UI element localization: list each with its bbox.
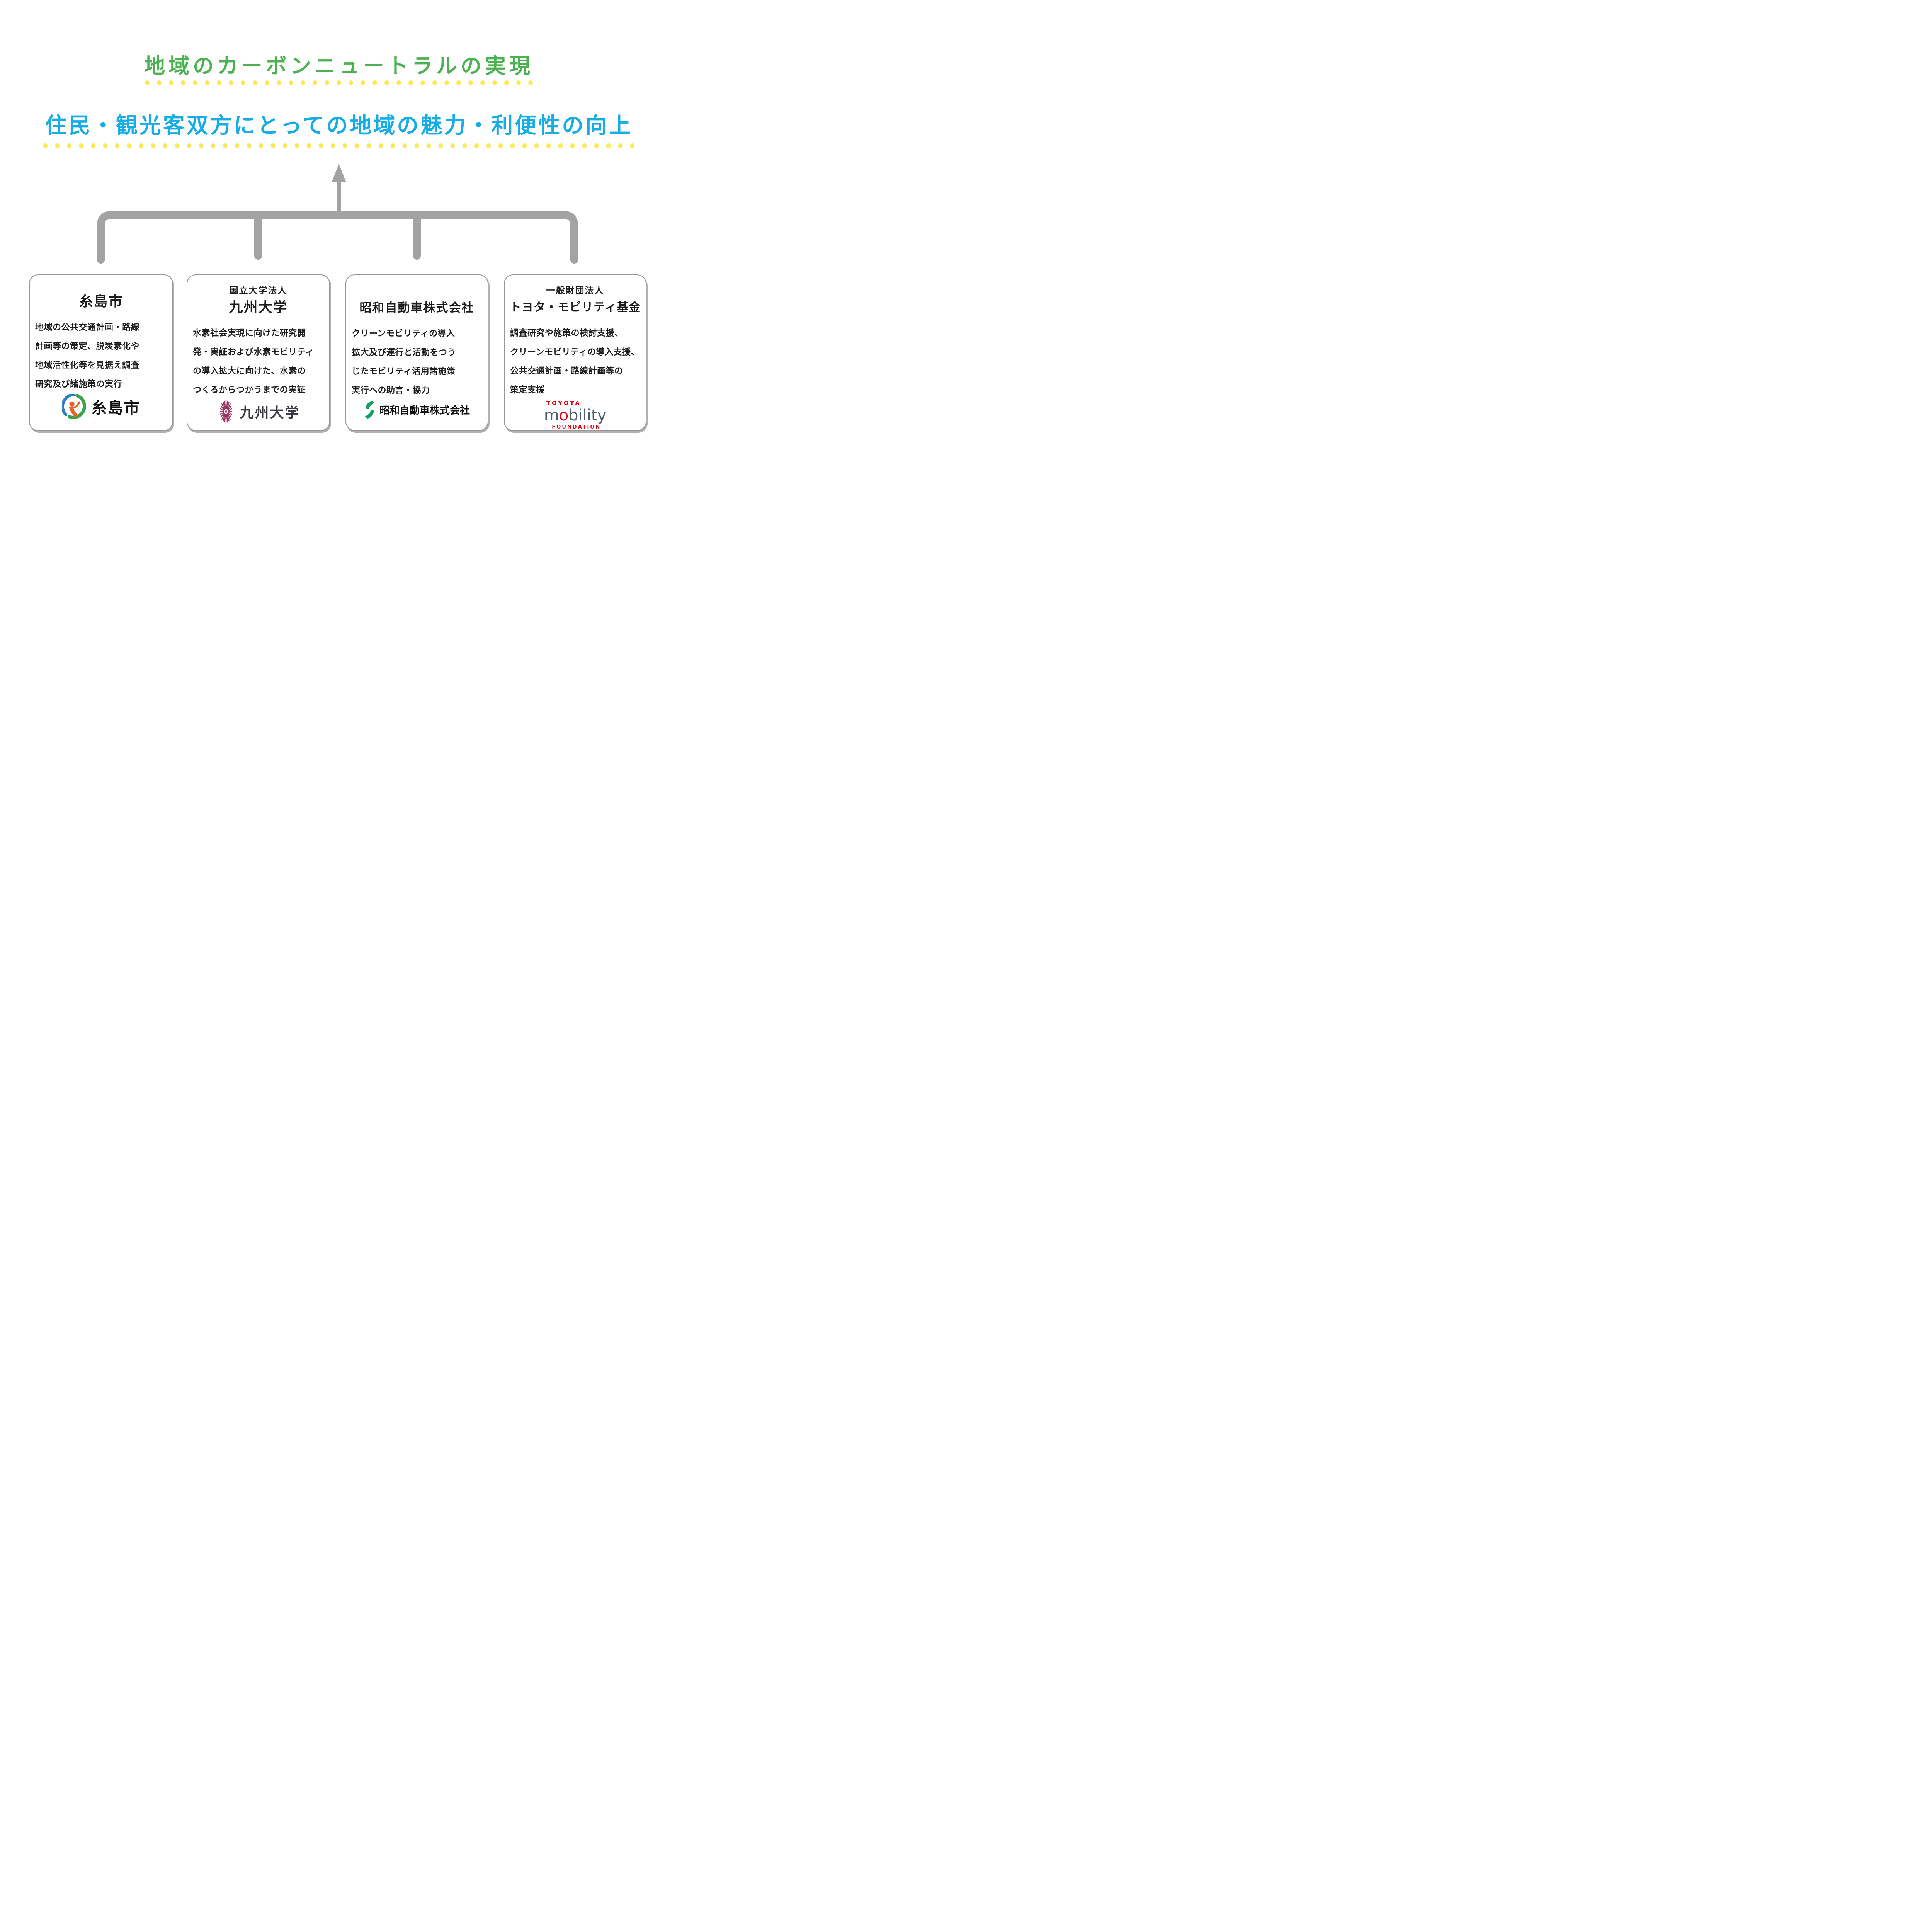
org-box-showa-motor: 昭和自動車株式会社 クリーンモビリティの導入 拡大及び運行と活動をつう じたモビ… [345, 274, 488, 431]
org-title: トヨタ・モビリティ基金 [509, 301, 641, 314]
org-role-description: 調査研究や施策の検討支援、 クリーンモビリティの導入支援、 公共交通計画・路線計… [510, 328, 640, 395]
showa-logo-wordmark: 昭和自動車株式会社 [379, 405, 470, 417]
org-box-itoshima-city: 糸島市 地域の公共交通計画・路線 計画等の策定、脱炭素化や 地域活性化等を見据え… [29, 274, 173, 431]
itoshima-logo-wordmark: 糸島市 [91, 399, 140, 417]
kyushu-university-logo: 九州大学 [216, 400, 300, 424]
itoshima-city-emblem-icon [62, 394, 86, 419]
org-role-description: 地域の公共交通計画・路線 計画等の策定、脱炭素化や 地域活性化等を見据え調査 研… [35, 323, 140, 389]
dotted-underline-blue [43, 143, 635, 148]
goal-carbon-neutral-title: 地域のカーボンニュートラルの実現 [144, 54, 534, 78]
org-role-description: 水素社会実現に向けた研究開 発・実証および水素モビリティ の導入拡大に向けた、水… [193, 328, 314, 395]
up-arrow-shaft [337, 180, 341, 213]
kyushu-university-emblem-icon [220, 400, 233, 423]
dotted-underline-green [145, 80, 533, 85]
toyota-mobility-foundation-logo: TOYOTA mobility FOUNDATION [544, 400, 607, 430]
kyushu-logo-wordmark: 九州大学 [240, 405, 300, 421]
tmf-mobility-wordmark: mobility [544, 407, 607, 424]
tmf-foundation-wordmark: FOUNDATION [552, 424, 601, 430]
connector-leg-itoshima-cap [97, 254, 105, 264]
connector-leg-kyushu [254, 216, 262, 260]
org-title: 九州大学 [229, 299, 288, 315]
org-subtitle: 一般財団法人 [546, 286, 604, 296]
up-arrow-icon [332, 164, 346, 182]
org-box-header: 糸島市 [79, 284, 123, 312]
org-box-kyushu-university: 国立大学法人 九州大学 水素社会実現に向けた研究開 発・実証および水素モビリティ… [187, 274, 330, 431]
showa-motor-logo: 昭和自動車株式会社 [364, 400, 470, 419]
org-role-description: クリーンモビリティの導入 拡大及び運行と活動をつう じたモビリティ活用諸施策 実… [352, 329, 456, 395]
showa-s-mark-icon [365, 400, 375, 419]
org-box-header: 一般財団法人 トヨタ・モビリティ基金 [510, 284, 641, 318]
connector-leg-showa [413, 216, 421, 260]
partnership-diagram-page: { "goals": { "primary": { "text": "地域のカー… [0, 0, 678, 479]
org-box-toyota-mobility-foundation: 一般財団法人 トヨタ・モビリティ基金 調査研究や施策の検討支援、 クリーンモビリ… [504, 274, 646, 431]
connector-leg-toyota-cap [570, 254, 578, 264]
org-title: 糸島市 [79, 294, 123, 310]
org-title: 昭和自動車株式会社 [359, 301, 474, 315]
org-box-header: 昭和自動車株式会社 [360, 284, 474, 318]
connector-bracket [97, 211, 578, 261]
itoshima-city-logo: 糸島市 [62, 394, 140, 419]
goal-attractiveness-title: 住民・観光客双方にとっての地域の魅力・利便性の向上 [45, 113, 633, 138]
org-subtitle: 国立大学法人 [229, 286, 287, 296]
org-box-header: 国立大学法人 九州大学 [229, 284, 287, 318]
tmf-toyota-wordmark: TOYOTA [546, 400, 581, 407]
